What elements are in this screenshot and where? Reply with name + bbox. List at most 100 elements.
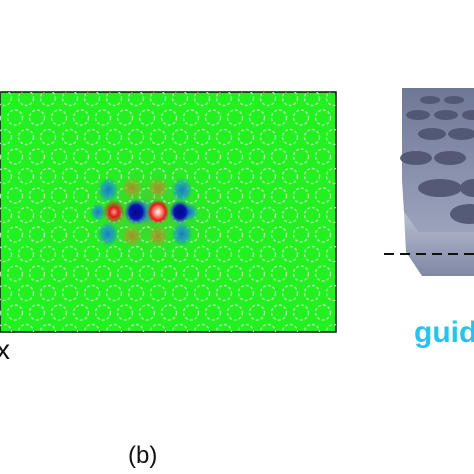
air-hole — [360, 188, 375, 203]
air-hole — [215, 245, 233, 263]
air-hole — [0, 230, 2, 239]
air-hole — [83, 167, 101, 185]
air-hole — [61, 206, 79, 224]
air-hole — [206, 344, 221, 359]
air-hole — [204, 226, 222, 243]
air-hole — [360, 149, 375, 164]
air-hole — [226, 226, 244, 243]
air-hole — [28, 304, 46, 321]
air-hole — [138, 304, 156, 321]
air-hole — [160, 265, 178, 282]
air-hole — [0, 191, 2, 200]
air-hole — [39, 323, 57, 332]
air-hole — [39, 128, 57, 146]
air-hole — [83, 245, 101, 263]
air-hole — [215, 128, 233, 146]
air-hole — [281, 245, 299, 263]
air-hole — [39, 92, 57, 107]
air-hole — [127, 128, 145, 146]
air-hole — [281, 284, 299, 302]
air-hole — [226, 148, 244, 165]
air-hole — [0, 206, 13, 224]
air-hole — [325, 92, 336, 107]
air-hole — [39, 167, 57, 185]
air-hole — [0, 92, 13, 107]
air-hole — [0, 323, 13, 332]
air-hole — [61, 92, 79, 107]
air-hole — [83, 92, 101, 107]
air-hole — [281, 206, 299, 224]
air-hole — [17, 128, 35, 146]
air-hole — [360, 266, 375, 281]
air-hole — [28, 187, 46, 204]
air-hole — [248, 265, 266, 282]
air-hole — [226, 187, 244, 204]
air-hole — [171, 323, 189, 332]
air-hole — [204, 187, 222, 204]
air-hole — [270, 304, 288, 321]
air-hole — [0, 245, 13, 263]
air-hole — [61, 167, 79, 185]
air-hole — [292, 109, 310, 126]
air-hole — [138, 148, 156, 165]
air-hole — [349, 247, 364, 262]
air-hole — [138, 109, 156, 126]
air-hole — [171, 92, 189, 107]
air-hole — [17, 206, 35, 224]
air-hole — [250, 344, 265, 359]
air-hole — [105, 128, 123, 146]
air-hole — [314, 187, 332, 204]
air-hole — [237, 128, 255, 146]
air-hole — [94, 265, 112, 282]
air-hole — [325, 206, 336, 224]
air-hole — [6, 187, 24, 204]
air-hole — [281, 92, 299, 107]
guide-label: guid — [414, 316, 474, 349]
air-hole — [127, 92, 145, 107]
air-hole — [226, 265, 244, 282]
air-hole — [193, 167, 211, 185]
air-hole — [248, 187, 266, 204]
air-hole — [272, 344, 287, 359]
air-hole — [325, 167, 336, 185]
air-hole — [281, 128, 299, 146]
air-hole — [259, 92, 277, 107]
air-hole — [0, 269, 2, 278]
air-hole — [259, 128, 277, 146]
air-hole — [303, 92, 321, 107]
air-hole — [248, 148, 266, 165]
air-hole — [17, 92, 35, 107]
air-hole — [127, 323, 145, 332]
air-hole — [281, 167, 299, 185]
air-hole — [338, 149, 353, 164]
air-hole — [0, 152, 2, 161]
air-hole — [127, 284, 145, 302]
air-hole — [17, 245, 35, 263]
air-hole — [215, 284, 233, 302]
air-hole — [303, 245, 321, 263]
air-hole — [50, 148, 68, 165]
air-hole — [349, 91, 364, 106]
air-hole — [226, 109, 244, 126]
air-hole — [182, 109, 200, 126]
air-hole — [325, 245, 336, 263]
air-hole — [140, 344, 155, 359]
air-hole — [338, 344, 353, 359]
air-hole — [215, 323, 233, 332]
air-hole — [193, 206, 211, 224]
air-hole — [116, 148, 134, 165]
air-hole — [17, 323, 35, 332]
hole-lattice — [0, 91, 375, 359]
air-hole — [237, 245, 255, 263]
air-hole — [338, 266, 353, 281]
air-hole — [349, 325, 364, 340]
air-hole — [61, 284, 79, 302]
air-hole — [184, 344, 199, 359]
air-hole — [303, 128, 321, 146]
air-hole — [171, 284, 189, 302]
air-hole — [204, 148, 222, 165]
air-hole — [204, 304, 222, 321]
air-hole — [270, 187, 288, 204]
air-hole — [228, 344, 243, 359]
air-hole — [50, 226, 68, 243]
